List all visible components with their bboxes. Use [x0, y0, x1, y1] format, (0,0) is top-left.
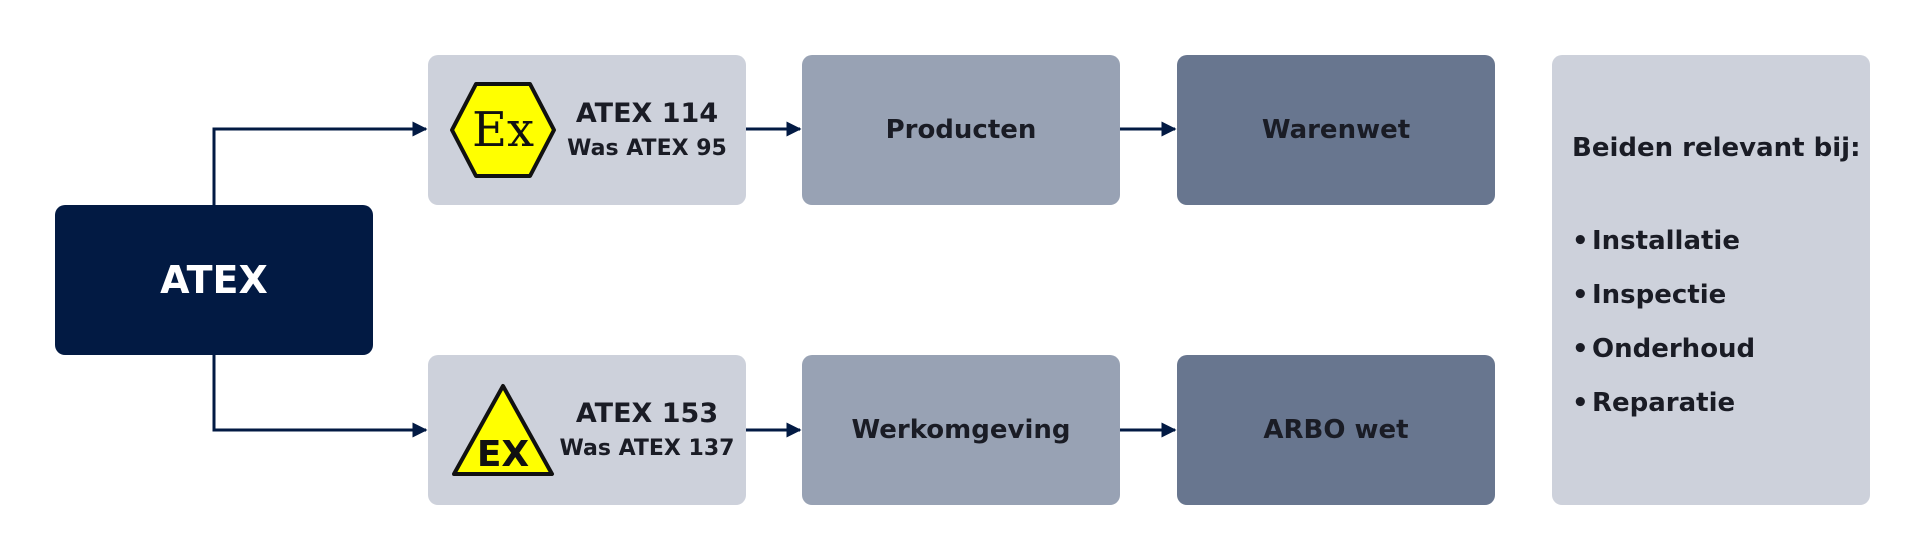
atex-114-code: ATEX 114 — [575, 98, 719, 129]
list-item: •Inspectie — [1572, 277, 1850, 331]
bullet: • — [1572, 280, 1589, 310]
warenwet-node: Warenwet — [1177, 55, 1495, 205]
connector-root-to-atex-114 — [212, 121, 428, 205]
atex-153-was: Was ATEX 137 — [559, 436, 735, 461]
ex-triangle-icon: EX — [452, 384, 554, 476]
list-item-label: Installatie — [1592, 226, 1740, 256]
relevance-panel: Beiden relevant bij: •Installatie •Inspe… — [1552, 55, 1870, 505]
arbo-node: ARBO wet — [1177, 355, 1495, 505]
relevance-title: Beiden relevant bij: — [1572, 133, 1861, 163]
list-item: •Installatie — [1572, 223, 1850, 277]
atex-114-node: Ex ATEX 114 Was ATEX 95 — [428, 55, 746, 205]
bullet: • — [1572, 334, 1589, 364]
ex-hexagon-icon-text: Ex — [472, 102, 534, 158]
werkomgeving-label: Werkomgeving — [851, 415, 1071, 445]
connector-root-to-atex-153 — [212, 355, 428, 438]
list-item: •Onderhoud — [1572, 331, 1850, 385]
producten-node: Producten — [802, 55, 1120, 205]
list-item-label: Reparatie — [1592, 388, 1736, 418]
ex-triangle-icon-text: EX — [477, 434, 530, 475]
bullet: • — [1572, 226, 1589, 256]
list-item: •Reparatie — [1572, 385, 1850, 439]
werkomgeving-node: Werkomgeving — [802, 355, 1120, 505]
ex-hexagon-icon: Ex — [450, 82, 556, 178]
atex-root-node: ATEX — [55, 205, 373, 355]
atex-153-text: ATEX 153 Was ATEX 137 — [558, 395, 746, 465]
atex-153-code: ATEX 153 — [575, 398, 719, 429]
warenwet-label: Warenwet — [1261, 115, 1411, 145]
arbo-label: ARBO wet — [1263, 415, 1409, 445]
atex-153-node: EX ATEX 153 Was ATEX 137 — [428, 355, 746, 505]
bullet: • — [1572, 388, 1589, 418]
producten-label: Producten — [885, 115, 1037, 145]
relevance-list: •Installatie •Inspectie •Onderhoud •Repa… — [1572, 223, 1850, 439]
list-item-label: Onderhoud — [1592, 334, 1756, 364]
list-item-label: Inspectie — [1592, 280, 1727, 310]
atex-114-text: ATEX 114 Was ATEX 95 — [558, 95, 746, 165]
atex-root-label: ATEX — [160, 258, 268, 302]
atex-114-was: Was ATEX 95 — [567, 136, 727, 161]
